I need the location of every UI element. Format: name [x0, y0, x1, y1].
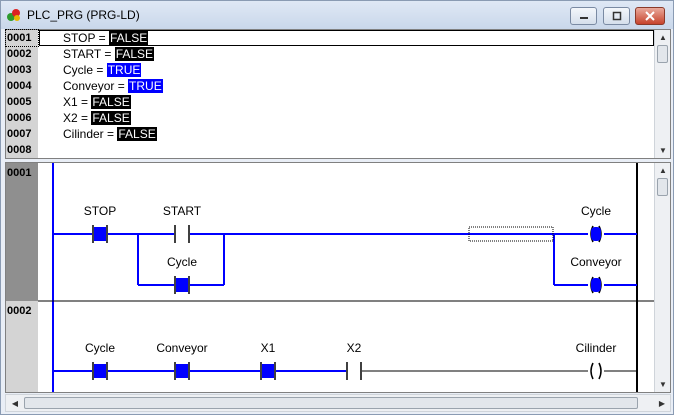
network-gutter-selected: [6, 163, 38, 301]
variable-x1[interactable]: X1 = FALSE: [63, 95, 131, 109]
minimize-button[interactable]: [570, 7, 597, 25]
restore-icon: [612, 11, 621, 21]
contact-cycle-seal[interactable]: [174, 276, 190, 294]
value-badge: FALSE: [114, 47, 155, 61]
declaration-pane[interactable]: 0001 0002 0003 0004 0005 0006 0007 0008 …: [5, 29, 671, 159]
contact-stop[interactable]: [92, 225, 108, 243]
value-badge: FALSE: [117, 127, 157, 141]
variable-stop[interactable]: STOP = FALSE: [63, 31, 149, 45]
contact-start[interactable]: [174, 225, 190, 243]
minimize-icon: [579, 17, 588, 19]
close-icon: [645, 11, 655, 21]
line-number: 0007: [7, 128, 32, 140]
contact-label: X2: [347, 341, 362, 355]
contact-cycle[interactable]: [92, 362, 108, 380]
value-badge: TRUE: [106, 63, 142, 77]
value-badge: FALSE: [91, 111, 131, 125]
contact-conveyor[interactable]: [174, 362, 190, 380]
variable-conveyor[interactable]: Conveyor = TRUE: [63, 79, 163, 93]
coil-cycle[interactable]: [590, 225, 602, 243]
scroll-left-arrow-icon[interactable]: ◀: [11, 398, 19, 408]
network-number: 0002: [7, 305, 32, 317]
line-number: 0004: [7, 80, 32, 92]
close-button[interactable]: [635, 7, 665, 25]
contact-label: START: [163, 204, 202, 218]
contact-label: STOP: [84, 204, 116, 218]
line-number-gutter: 0001 0002 0003 0004 0005 0006 0007 0008: [5, 29, 39, 158]
variable-start[interactable]: START = FALSE: [63, 47, 155, 61]
window-title: PLC_PRG (PRG-LD): [27, 8, 140, 22]
coil-label: Cycle: [581, 204, 611, 218]
declaration-scrollbar[interactable]: ▲ ▼: [654, 30, 670, 158]
contact-label: Cycle: [85, 341, 115, 355]
scroll-down-arrow-icon[interactable]: ▼: [659, 145, 667, 155]
line-number: 0001: [5, 29, 39, 47]
coil-label: Conveyor: [570, 255, 621, 269]
contact-label: Cycle: [167, 255, 197, 269]
app-icon: [7, 9, 20, 21]
value-badge: TRUE: [128, 79, 163, 93]
line-number: 0005: [7, 96, 32, 108]
contact-x1[interactable]: [260, 362, 276, 380]
contact-label: Conveyor: [156, 341, 207, 355]
network-number: 0001: [7, 167, 32, 179]
value-badge: FALSE: [91, 95, 131, 109]
value-badge: FALSE: [108, 31, 149, 45]
scroll-down-arrow-icon[interactable]: ▼: [659, 379, 667, 389]
scroll-thumb[interactable]: [657, 45, 668, 63]
line-number: 0003: [7, 64, 32, 76]
coil-cilinder[interactable]: [589, 362, 603, 380]
network-gutter: [6, 301, 38, 392]
current-line-highlight: [39, 30, 654, 46]
line-number: 0008: [7, 144, 32, 156]
scroll-up-arrow-icon[interactable]: ▲: [659, 165, 667, 175]
contact-label: X1: [261, 341, 276, 355]
ladder-pane[interactable]: 0001 0002: [5, 162, 671, 393]
line-number: 0006: [7, 112, 32, 124]
scroll-thumb[interactable]: [657, 178, 668, 196]
contact-x2[interactable]: [346, 362, 362, 380]
horizontal-scroll-thumb[interactable]: [24, 397, 638, 409]
line-number: 0002: [7, 48, 32, 60]
ladder-diagram: STOP START Cycle Cycle Conveyor: [38, 163, 654, 392]
scroll-right-arrow-icon[interactable]: ▶: [658, 398, 666, 408]
ladder-scrollbar[interactable]: ▲ ▼: [654, 163, 670, 392]
coil-label: Cilinder: [576, 341, 617, 355]
network-1-wires: [53, 226, 637, 286]
variable-cycle[interactable]: Cycle = TRUE: [63, 63, 142, 77]
title-bar[interactable]: PLC_PRG (PRG-LD): [1, 1, 673, 29]
maximize-button[interactable]: [603, 7, 630, 25]
scroll-up-arrow-icon[interactable]: ▲: [659, 32, 667, 42]
variable-cilinder[interactable]: Cilinder = FALSE: [63, 127, 157, 141]
variable-x2[interactable]: X2 = FALSE: [63, 111, 131, 125]
coil-conveyor[interactable]: [590, 276, 602, 294]
horizontal-scrollbar[interactable]: ◀ ▶: [5, 394, 671, 412]
selection-box[interactable]: [468, 226, 554, 242]
